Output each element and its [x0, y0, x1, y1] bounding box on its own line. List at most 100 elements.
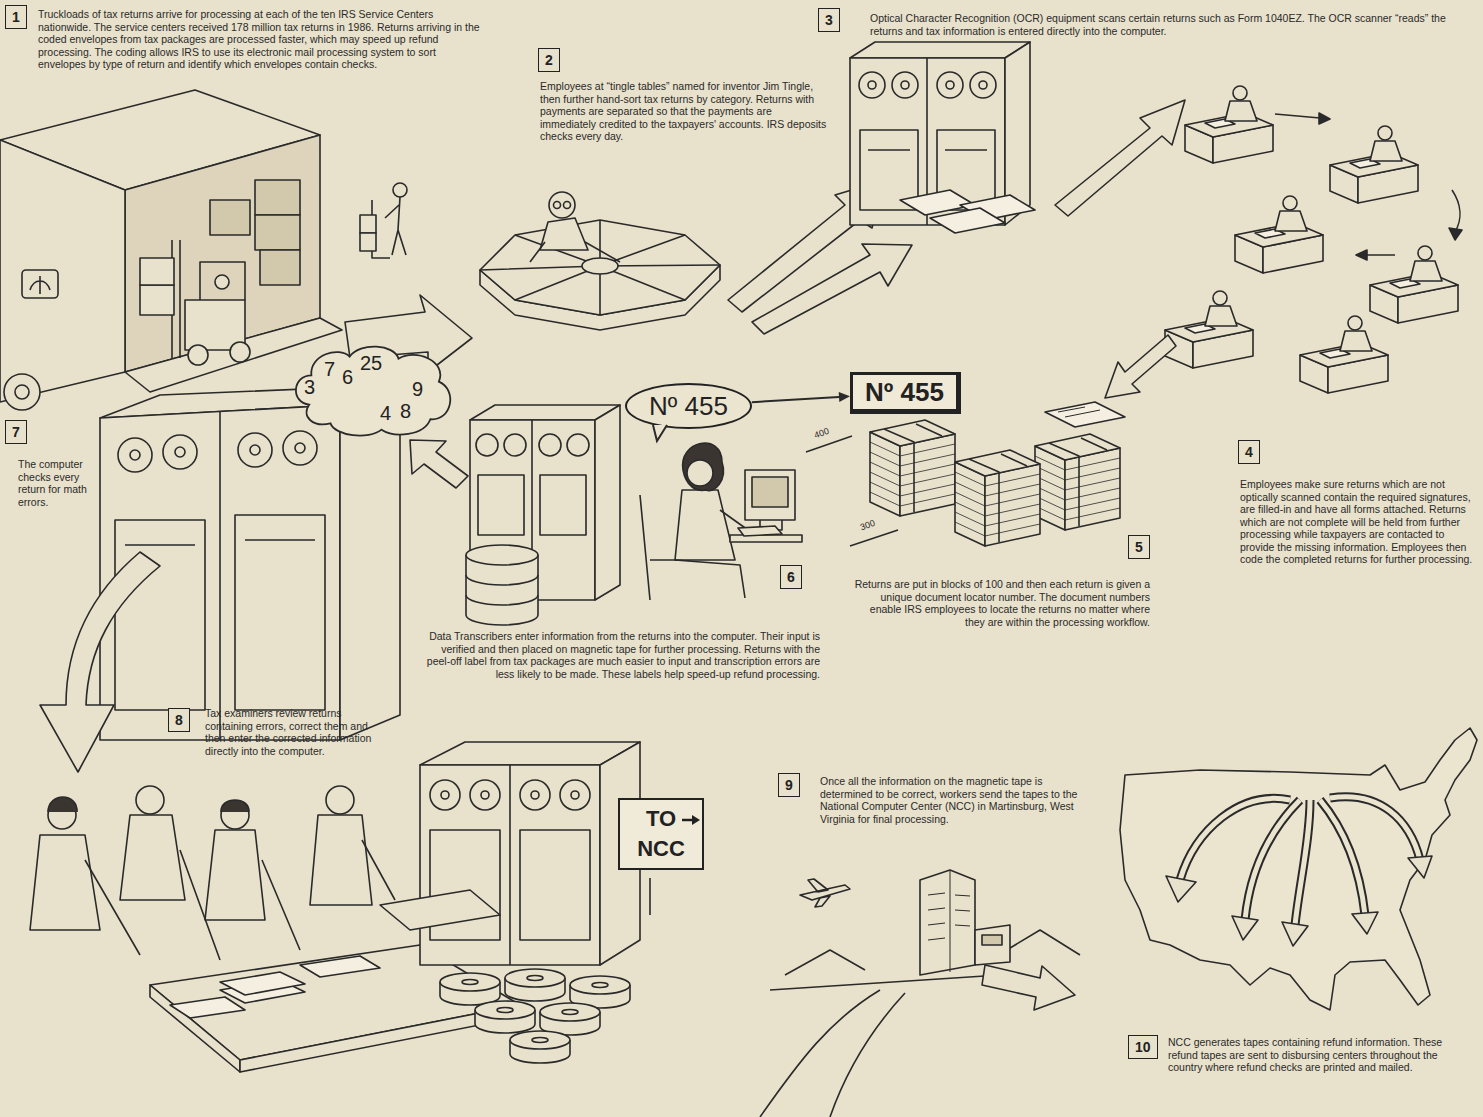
tape-machine	[440, 973, 500, 1005]
data-transcriber	[466, 405, 802, 625]
ocr-scanner	[892, 72, 918, 98]
computer	[175, 447, 185, 457]
data-transcriber	[752, 477, 788, 507]
us-map	[1120, 728, 1477, 1010]
review-desks	[1235, 196, 1323, 273]
tape-machine	[380, 890, 500, 930]
tape-machine	[540, 1003, 600, 1035]
computer	[125, 540, 315, 545]
tape-machine	[510, 1031, 570, 1063]
mail-truck	[255, 215, 300, 250]
step-number-text: 1	[12, 9, 20, 25]
computer	[219, 411, 221, 740]
cloud-digit: 6	[342, 366, 353, 389]
direction-arrow	[692, 815, 700, 825]
direction-arrow	[682, 814, 700, 826]
tape-machine	[520, 780, 550, 810]
step-description: Returns are put in blocks of 100 and the…	[850, 578, 1150, 628]
sign-text: TO NCC	[637, 806, 685, 861]
tax-examiners	[85, 840, 395, 960]
tape-machine	[430, 780, 460, 810]
tax-examiners	[120, 815, 185, 900]
review-desks	[1319, 113, 1330, 124]
block-number: 400	[813, 426, 831, 441]
flow-arrow	[410, 440, 468, 488]
tax-examiners	[221, 801, 249, 829]
mail-truck	[393, 183, 407, 197]
computer	[163, 435, 197, 469]
cloud-digit: 4	[380, 402, 391, 425]
return-blocks	[955, 450, 1040, 546]
refund-arrow	[1180, 797, 1420, 925]
step-number: 2	[538, 48, 560, 72]
ocr-scanner	[937, 72, 963, 98]
computer	[340, 385, 400, 740]
tax-examiners	[170, 997, 245, 1018]
step-description: NCC generates tapes containing refund in…	[1168, 1036, 1473, 1074]
tax-examiners	[300, 956, 380, 977]
computer	[130, 450, 140, 460]
mail-truck	[140, 285, 174, 315]
step-description: Employees at “tingle tables” named for i…	[540, 80, 830, 143]
data-transcriber	[466, 545, 538, 565]
cloud-digit: 25	[360, 352, 382, 375]
mail-truck	[22, 270, 58, 298]
tingle-table	[480, 192, 720, 330]
tingle-table	[480, 220, 720, 315]
review-desks	[1165, 86, 1462, 393]
tape-machine	[560, 780, 590, 810]
return-blocks	[806, 436, 898, 546]
ocr-scanner	[868, 81, 876, 89]
review-desks	[1300, 316, 1388, 393]
mail-truck	[0, 140, 125, 402]
national-computer-center	[982, 935, 1002, 945]
tax-examiners	[205, 830, 265, 920]
tape-machine	[470, 780, 500, 810]
national-computer-center	[800, 879, 850, 907]
us-map	[1408, 856, 1432, 878]
tape-machine	[649, 878, 651, 915]
refund-arrow	[1330, 797, 1420, 860]
tax-examiners	[48, 797, 77, 812]
step-number: 6	[780, 565, 802, 589]
block-number: 300	[859, 518, 877, 533]
mail-truck	[385, 197, 406, 255]
national-computer-center	[760, 975, 1000, 1117]
flow-arrow	[1105, 335, 1176, 398]
mail-truck	[215, 275, 229, 289]
computer	[118, 438, 152, 472]
connector-arrow	[752, 392, 850, 402]
tape-machine	[571, 791, 579, 799]
refund-arrow	[1245, 800, 1300, 920]
tape-machine	[420, 765, 600, 965]
number-sign: Nº 455	[850, 372, 961, 414]
flow-arrow	[982, 965, 1075, 1010]
data-transcriber	[567, 434, 589, 456]
locator-number: Nº 455	[865, 377, 944, 407]
tape-machine	[509, 765, 511, 965]
review-desks	[1330, 126, 1418, 203]
data-transcriber	[683, 443, 724, 491]
refund-arrow	[1295, 800, 1310, 925]
tape-machine	[481, 791, 489, 799]
computer	[235, 515, 325, 710]
computer	[250, 445, 260, 455]
ocr-scanner	[859, 72, 885, 98]
ocr-scanner	[850, 42, 1030, 58]
review-desks	[1185, 86, 1273, 163]
flow-arrow	[752, 244, 912, 334]
tingle-table	[530, 242, 620, 262]
national-computer-center	[920, 870, 975, 975]
ocr-scanner	[979, 81, 987, 89]
return-sheets	[930, 208, 1005, 233]
tax-examiners	[221, 800, 249, 812]
data-transcriber	[540, 475, 586, 535]
illustration	[0, 42, 1477, 1117]
step-description: Tax examiners review returns containing …	[205, 707, 390, 757]
data-transcriber	[595, 405, 620, 600]
data-transcriber	[675, 490, 735, 560]
tax-examiners	[136, 786, 164, 814]
national-computer-center	[928, 870, 970, 972]
flow-arrow	[40, 552, 160, 772]
tingle-table	[564, 202, 571, 209]
